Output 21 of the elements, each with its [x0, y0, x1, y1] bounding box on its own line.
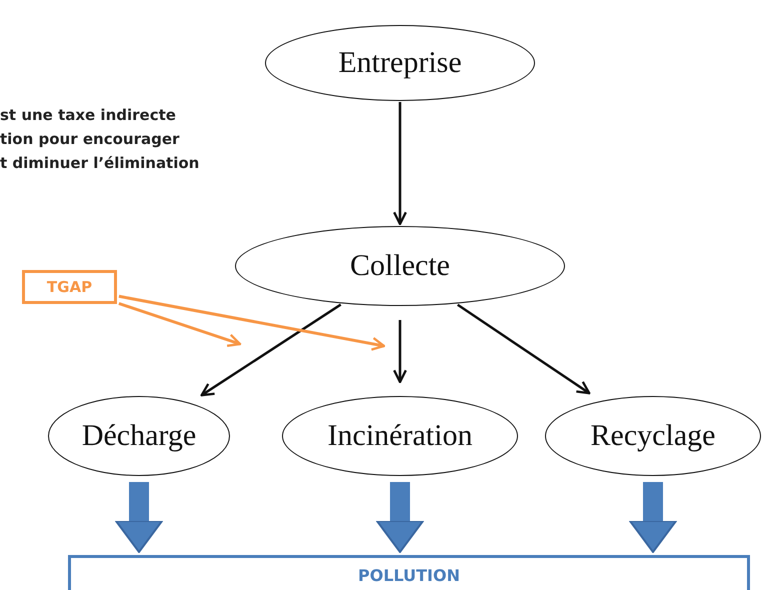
note-text: tion pour encourager: [0, 130, 180, 148]
node-label: Incinération: [328, 419, 472, 453]
node-label: POLLUTION: [358, 566, 460, 585]
node-label: Décharge: [82, 419, 196, 453]
node-label: TGAP: [46, 278, 92, 296]
arrow: [393, 102, 407, 226]
block-arrow: [629, 482, 677, 553]
node-label: Collecte: [350, 249, 450, 283]
arrow: [118, 302, 242, 347]
node-label: Recyclage: [590, 419, 716, 453]
arrow: [118, 294, 386, 351]
pollution-box: [68, 555, 750, 590]
node-label: Entreprise: [338, 46, 462, 80]
arrow: [200, 304, 342, 396]
block-arrow: [376, 482, 424, 553]
note-text: st une taxe indirecte: [0, 106, 176, 124]
note-text: t diminuer l’élimination: [0, 154, 200, 172]
tax-box: [22, 270, 117, 304]
block-arrow: [115, 482, 163, 553]
arrow: [393, 320, 407, 384]
arrow: [456, 304, 590, 394]
